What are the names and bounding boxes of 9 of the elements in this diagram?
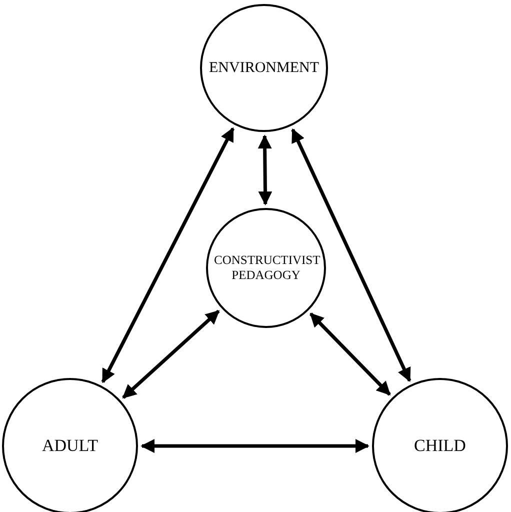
double-arrow [101,127,234,384]
double-arrow [291,128,412,382]
double-arrow [258,134,272,206]
double-arrow [122,310,220,399]
node-label: CONSTRUCTIVIST PEDAGOGY [214,253,318,283]
node-label: CHILD [414,436,466,456]
node-label: ADULT [42,436,98,456]
double-arrow [140,439,370,453]
node-label: ENVIRONMENT [209,60,319,76]
